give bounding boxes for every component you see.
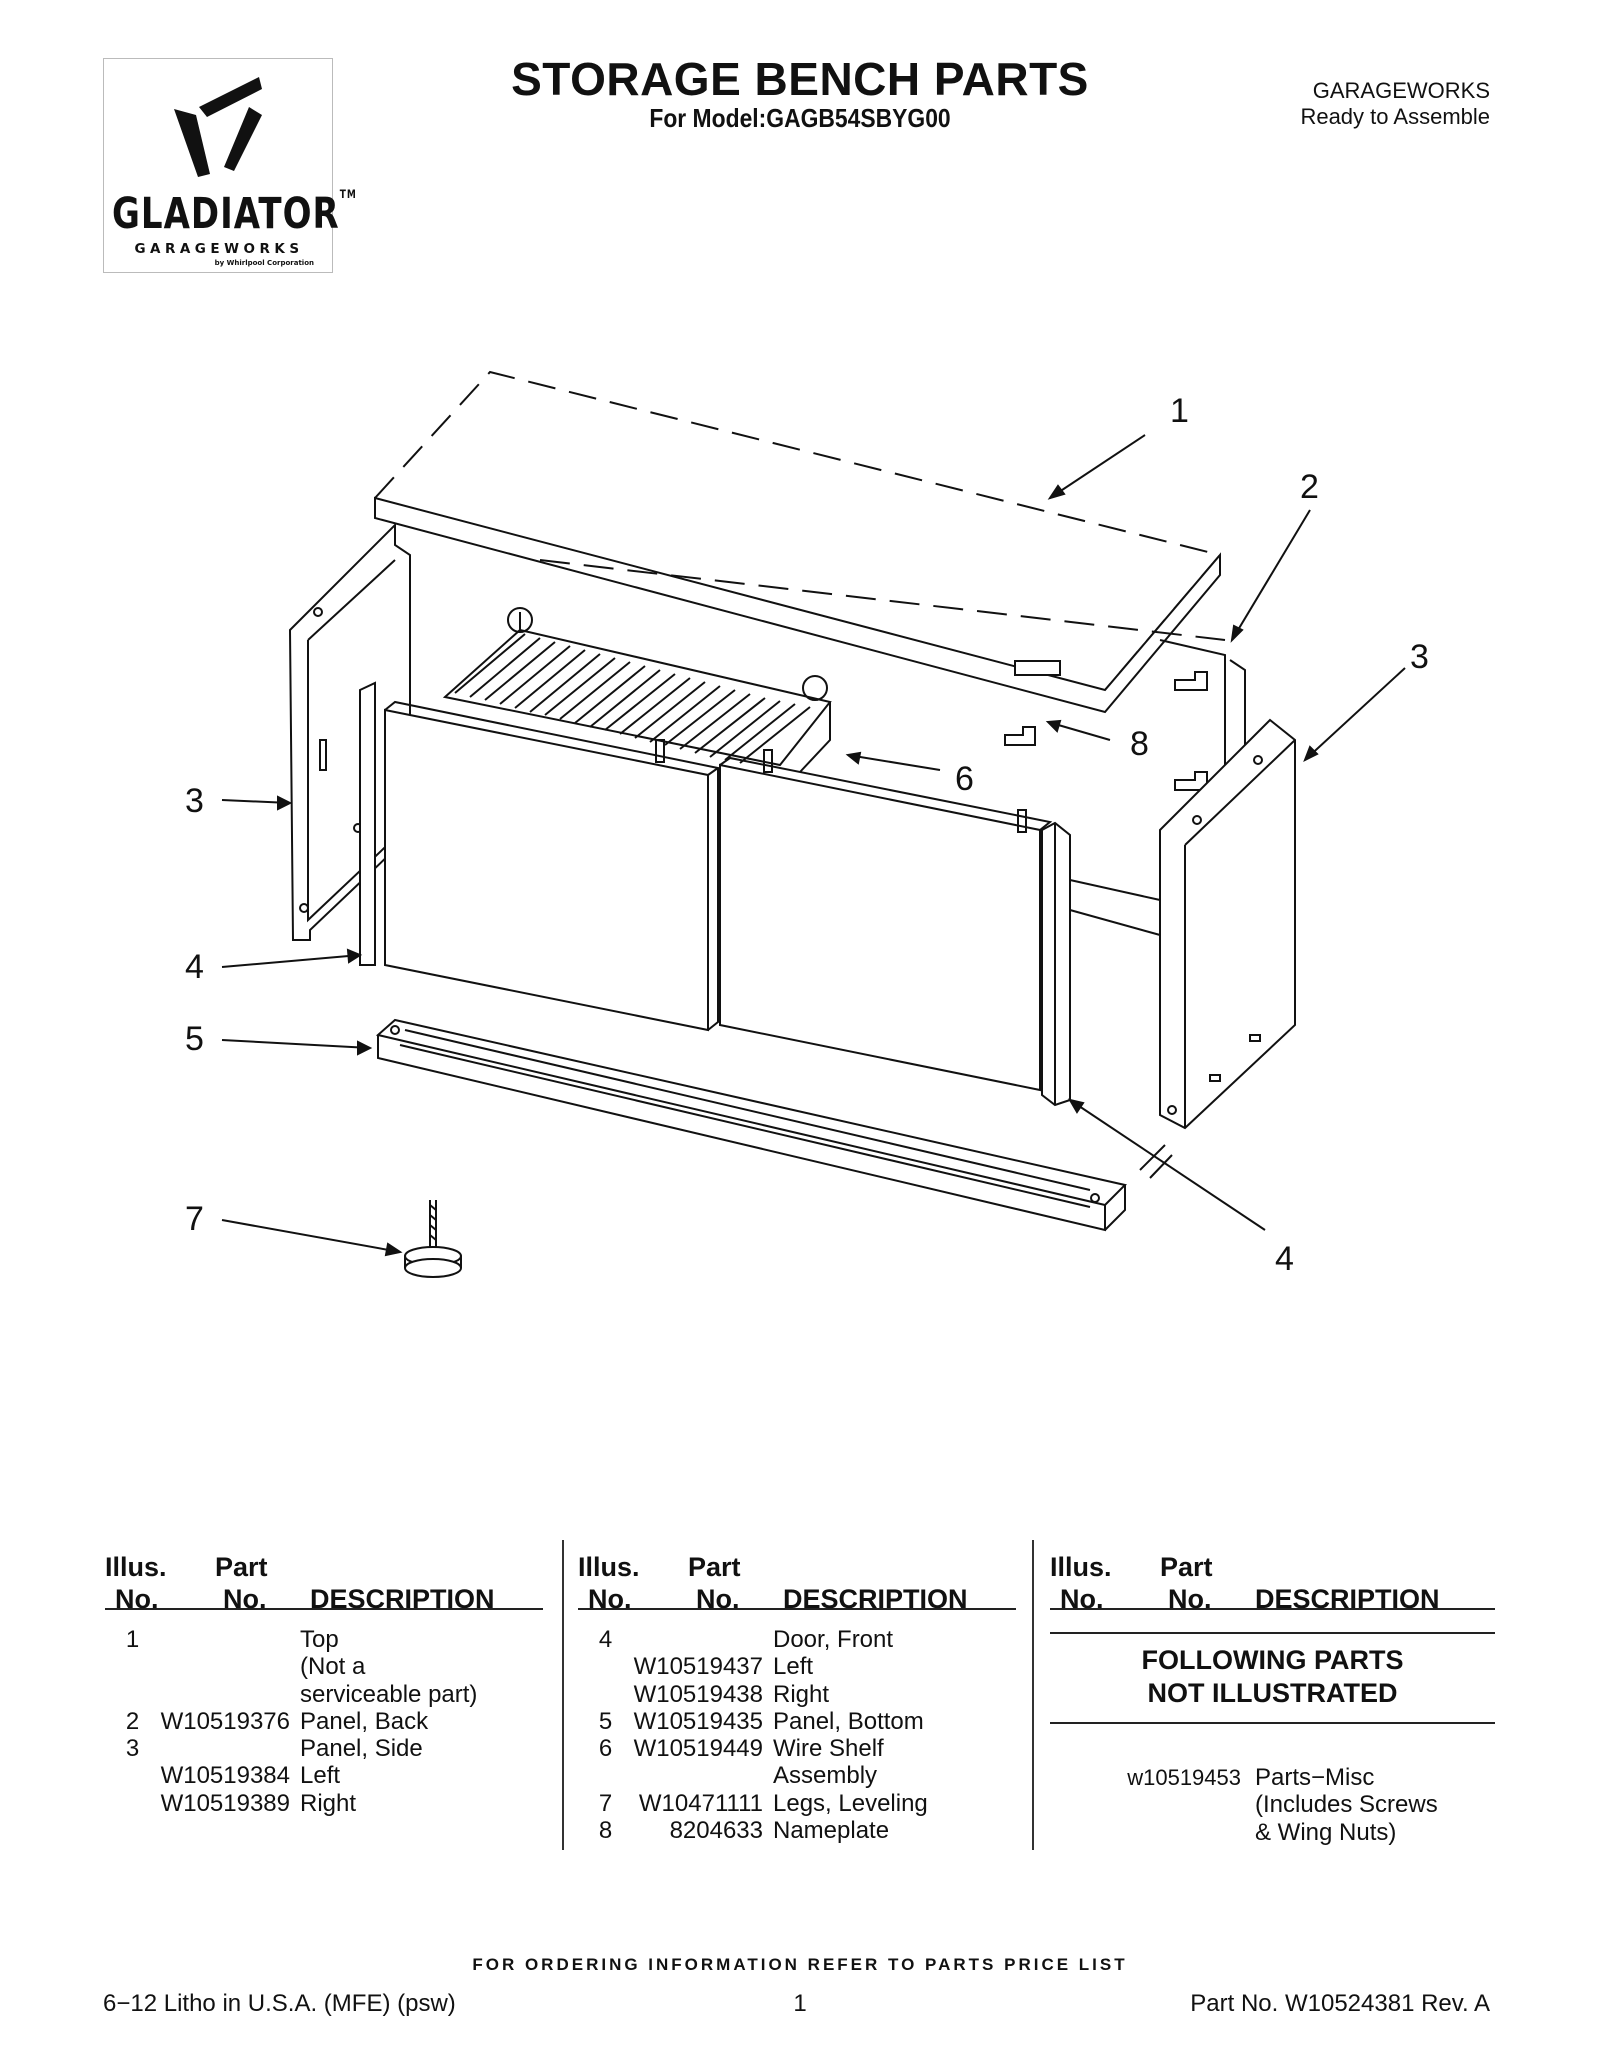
callout-label: 6	[955, 760, 974, 798]
table-header: Illus. No. Part No. DESCRIPTION	[1050, 1540, 1495, 1614]
logo-wordmark: GLADIATORTM	[112, 189, 357, 239]
header-part: Part	[688, 1552, 741, 1582]
table-header: Illus. No. Part No. DESCRIPTION	[578, 1540, 1016, 1614]
callout-label: 4	[1275, 1240, 1294, 1278]
column-divider	[1032, 1540, 1034, 1850]
header-description: DESCRIPTION	[1255, 1584, 1440, 1614]
table-row: (Not a	[300, 1653, 366, 1681]
exploded-diagram: 1 2 3 3 4 5 6 8 7 4	[185, 370, 1429, 1278]
front-door-left	[359, 681, 721, 1032]
callout-label: 3	[185, 782, 204, 820]
header-part: Part	[215, 1552, 268, 1582]
page-title: STORAGE BENCH PARTS	[511, 53, 1089, 105]
page-number: 1	[793, 1990, 807, 2017]
header-illus-no: No.	[1060, 1584, 1104, 1614]
callout-label: 2	[1300, 468, 1319, 506]
header-illus: Illus.	[578, 1552, 640, 1582]
header-part-no: No.	[223, 1584, 267, 1614]
bottom-panel	[375, 1018, 1173, 1232]
callout-label: 3	[1410, 638, 1429, 676]
top-panel	[374, 370, 1222, 714]
brand-name: GARAGEWORKS	[1312, 78, 1490, 103]
callout-label: 5	[185, 1020, 204, 1058]
side-panel-right	[1069, 718, 1296, 1130]
header-description: DESCRIPTION	[310, 1584, 495, 1614]
table-header: Illus. No. Part No. DESCRIPTION	[105, 1540, 543, 1614]
document-part-number: Part No. W10524381 Rev. A	[1190, 1990, 1490, 2017]
ordering-note: FOR ORDERING INFORMATION REFER TO PARTS …	[472, 1955, 1128, 1974]
gladiator-logo: GLADIATORTM GARAGEWORKS by Whirlpool Cor…	[103, 58, 357, 273]
table-row: (Includes Screws	[1255, 1791, 1438, 1819]
brand-tagline: Ready to Assemble	[1300, 104, 1490, 129]
logo-byline: by Whirlpool Corporation	[214, 259, 314, 267]
header-part-no: No.	[696, 1584, 740, 1614]
gladiator-emblem-icon	[174, 77, 262, 177]
print-info: 6−12 Litho in U.S.A. (MFE) (psw)	[103, 1990, 456, 2017]
table-row: Assembly	[773, 1762, 878, 1790]
model-subtitle: For Model:GAGB54SBYG00	[649, 103, 951, 133]
logo-subtitle: GARAGEWORKS	[134, 241, 304, 257]
wire-shelf	[442, 607, 832, 773]
callout-label: 8	[1130, 725, 1149, 763]
header-illus: Illus.	[105, 1552, 167, 1582]
callout-label: 7	[185, 1200, 204, 1238]
header-part-no: No.	[1168, 1584, 1212, 1614]
table-row: & Wing Nuts)	[1255, 1818, 1397, 1846]
table-row: serviceable part)	[300, 1680, 478, 1708]
callout-label: 1	[1170, 392, 1189, 430]
header-part: Part	[1160, 1552, 1213, 1582]
parts-table-col-3: Illus. No. Part No. DESCRIPTION FOLLOWIN…	[1050, 1540, 1495, 1846]
callout-arrows	[221, 434, 1406, 1257]
header-illus-no: No.	[588, 1584, 632, 1614]
front-door-right	[719, 756, 1071, 1107]
header-illus: Illus.	[1050, 1552, 1112, 1582]
column-divider	[562, 1540, 564, 1850]
callout-label: 4	[185, 948, 204, 986]
header-illus-no: No.	[115, 1584, 159, 1614]
header-description: DESCRIPTION	[783, 1584, 968, 1614]
leveling-leg	[404, 1200, 462, 1278]
not-illustrated-heading: FOLLOWING PARTS NOT ILLUSTRATED	[1050, 1632, 1495, 1724]
